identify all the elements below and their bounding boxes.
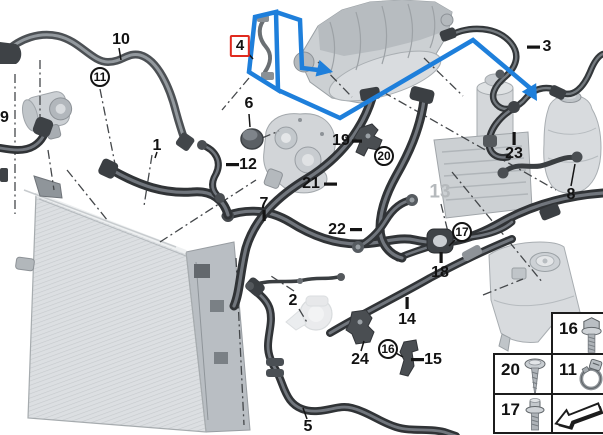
hose-2 <box>246 273 345 290</box>
legend-num-20: 20 <box>501 360 520 379</box>
intake-manifold <box>293 0 454 104</box>
part-label-1[interactable]: 1 <box>152 137 162 154</box>
hose-21 <box>229 86 381 311</box>
part-label-17[interactable]: 17 <box>452 222 472 242</box>
hose-clamp-icon <box>579 358 603 391</box>
legend-cell-16[interactable]: 16 <box>551 312 603 355</box>
part-label-6[interactable]: 6 <box>244 95 254 112</box>
hose-10 <box>0 30 195 151</box>
part-label-10[interactable]: 10 <box>112 31 130 48</box>
part-label-18[interactable]: 18 <box>431 264 449 281</box>
legend-num-16: 16 <box>559 319 578 338</box>
hose-22 <box>352 194 418 253</box>
part-label-13[interactable]: 13 <box>429 181 451 203</box>
legend-cell-17[interactable]: 17 <box>493 393 553 434</box>
part-label-22[interactable]: 22 <box>328 221 346 238</box>
bracket-24 <box>345 309 375 345</box>
hose-13 <box>375 86 435 263</box>
part-label-24[interactable]: 24 <box>351 351 369 368</box>
part-label-12[interactable]: 12 <box>239 156 257 173</box>
coolant-cap-6 <box>240 128 264 150</box>
hose-8 <box>497 151 583 179</box>
label-dashes <box>118 45 576 420</box>
part-label-5[interactable]: 5 <box>303 418 313 435</box>
highlight-flow-path <box>246 9 537 121</box>
hose-9 <box>0 116 54 182</box>
radiator <box>15 175 251 433</box>
pan-head-screw-icon <box>524 358 546 394</box>
legend-num-11: 11 <box>559 360 577 379</box>
part-label-19[interactable]: 19 <box>332 132 350 149</box>
part-label-21[interactable]: 21 <box>302 175 320 192</box>
legend-cell-arrow <box>551 393 603 434</box>
part-label-23[interactable]: 23 <box>505 145 523 162</box>
aux-pump-ghost <box>285 295 333 331</box>
hose-4-selected[interactable] <box>257 15 274 80</box>
part-label-14[interactable]: 14 <box>398 311 416 328</box>
part-label-16[interactable]: 16 <box>378 339 398 359</box>
hose-18-run <box>394 218 516 262</box>
part-label-2[interactable]: 2 <box>288 292 298 309</box>
hose-12 <box>197 140 225 203</box>
hose-7 <box>221 188 603 249</box>
part-label-8[interactable]: 8 <box>566 186 576 203</box>
legend-cell-20[interactable]: 20 <box>493 353 553 395</box>
part-label-3[interactable]: 3 <box>542 38 552 55</box>
torx-bolt-icon <box>525 398 545 431</box>
hose-5 <box>245 277 460 435</box>
leader-lines <box>14 57 557 426</box>
direction-arrow-icon <box>554 402 603 430</box>
part-label-20[interactable]: 20 <box>374 146 394 166</box>
hex-flange-bolt-icon <box>581 317 602 353</box>
part-label-9[interactable]: 9 <box>0 109 9 126</box>
hose-23 <box>483 101 520 161</box>
hose-1 <box>98 158 233 220</box>
part-label-15[interactable]: 15 <box>424 351 442 368</box>
legend-num-17: 17 <box>501 400 520 419</box>
part-label-11[interactable]: 11 <box>90 67 110 87</box>
legend-cell-11[interactable]: 11 <box>551 353 603 395</box>
part-label-4-selected[interactable]: 4 <box>229 35 251 57</box>
part-label-7[interactable]: 7 <box>259 195 269 212</box>
rubber-mount-18 <box>426 228 454 254</box>
